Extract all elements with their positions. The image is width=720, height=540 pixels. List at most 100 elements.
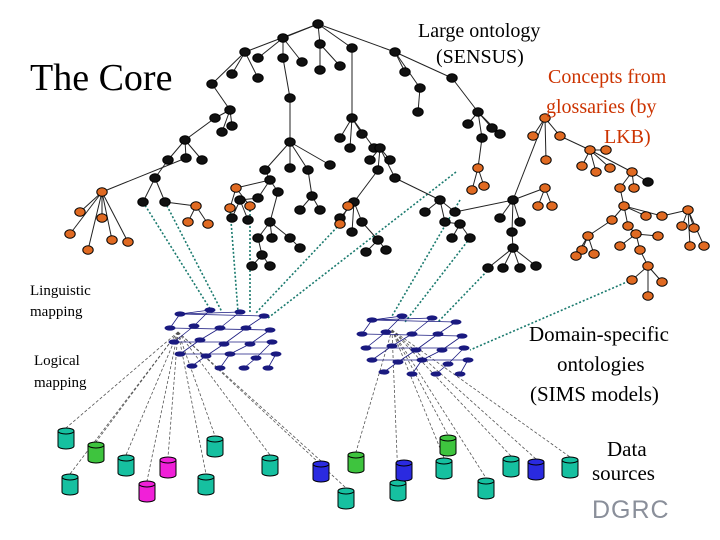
database-icon bbox=[61, 473, 79, 496]
ontology-node bbox=[419, 207, 431, 217]
glossary-node bbox=[334, 219, 346, 229]
glossary-node bbox=[527, 131, 539, 141]
domain-node bbox=[462, 357, 474, 363]
tree-edge bbox=[264, 141, 291, 171]
ontology-node bbox=[434, 195, 446, 205]
tree-edge bbox=[69, 191, 103, 235]
database-body bbox=[87, 444, 105, 464]
ontology-node bbox=[530, 261, 542, 271]
domain-node bbox=[458, 345, 470, 351]
domain-ontology-left bbox=[164, 307, 282, 371]
tree-edge bbox=[282, 37, 303, 63]
ontology-node bbox=[414, 83, 426, 93]
domain-edge bbox=[371, 345, 393, 361]
database-body bbox=[439, 437, 457, 457]
mapping-links bbox=[65, 171, 637, 489]
glossary-node bbox=[604, 163, 616, 173]
database-icon bbox=[206, 435, 224, 458]
database-body bbox=[395, 462, 413, 482]
ontology-node bbox=[389, 173, 401, 183]
domain-node bbox=[432, 331, 444, 337]
glossary-node bbox=[642, 261, 654, 271]
database-top bbox=[337, 487, 355, 495]
database-body bbox=[206, 438, 224, 458]
tree-edge bbox=[317, 23, 353, 49]
domain-edge bbox=[219, 311, 241, 329]
glossary-node bbox=[656, 211, 668, 221]
ontology-node bbox=[334, 133, 346, 143]
glossary-label-line1: Concepts from bbox=[548, 66, 667, 88]
database-icon bbox=[337, 487, 355, 510]
domain-edge bbox=[179, 339, 201, 355]
dgrc-logo: DGRC bbox=[592, 496, 670, 524]
glossary-node bbox=[96, 213, 108, 223]
domain-node bbox=[174, 351, 186, 357]
domain-node bbox=[244, 341, 256, 347]
domain-node bbox=[450, 319, 462, 325]
database-body bbox=[117, 457, 135, 477]
tree-edge bbox=[589, 149, 633, 173]
glossary-node bbox=[539, 113, 551, 123]
logical-mapping-link bbox=[391, 329, 399, 481]
ontology-node bbox=[507, 243, 519, 253]
domain-node bbox=[224, 351, 236, 357]
glossary-node bbox=[64, 229, 76, 239]
logical-mapping-link bbox=[391, 329, 512, 457]
ontology-node bbox=[449, 207, 461, 217]
glossary-node bbox=[626, 167, 638, 177]
ontology-node bbox=[284, 93, 296, 103]
ontology-node bbox=[149, 173, 161, 183]
tree-edge bbox=[101, 191, 129, 243]
glossary-node bbox=[82, 245, 94, 255]
domain-node bbox=[456, 333, 468, 339]
ontology-node bbox=[514, 263, 526, 273]
domain-node bbox=[262, 365, 274, 371]
linguistic-mapping-link bbox=[229, 207, 239, 313]
domain-edge bbox=[411, 317, 433, 335]
glossary-node bbox=[540, 155, 552, 165]
ontology-node bbox=[374, 143, 386, 153]
ontology-node bbox=[284, 233, 296, 243]
domain-label-line1: Domain-specific bbox=[529, 322, 669, 346]
glossary-node bbox=[614, 241, 626, 251]
glossary-node bbox=[74, 207, 86, 217]
database-top bbox=[439, 434, 457, 442]
logical-mapping-link bbox=[65, 331, 179, 429]
glossary-node bbox=[466, 185, 478, 195]
tree-edge bbox=[559, 135, 591, 151]
tree-edge bbox=[394, 177, 441, 201]
database-top bbox=[197, 473, 215, 481]
database-body bbox=[477, 480, 495, 500]
tree-edge bbox=[394, 51, 453, 79]
ontology-node bbox=[446, 233, 458, 243]
domain-node bbox=[366, 357, 378, 363]
database-top bbox=[435, 457, 453, 465]
ontology-node bbox=[506, 227, 518, 237]
tree-edge bbox=[487, 247, 514, 269]
ontology-node bbox=[314, 205, 326, 215]
tree-edge bbox=[353, 169, 379, 203]
tree-edge bbox=[512, 117, 546, 201]
domain-node bbox=[392, 359, 404, 365]
glossary-node bbox=[626, 275, 638, 285]
logical-mapping-link bbox=[125, 331, 179, 456]
database-body bbox=[347, 454, 365, 474]
ontology-tree-nodes bbox=[64, 19, 710, 301]
database-top bbox=[527, 458, 545, 466]
domain-edge bbox=[223, 327, 247, 345]
logical-mapping-link bbox=[177, 331, 207, 475]
glossary-node bbox=[532, 201, 544, 211]
database-top bbox=[395, 459, 413, 467]
domain-node bbox=[240, 325, 252, 331]
database-icon bbox=[87, 441, 105, 464]
domain-node bbox=[436, 347, 448, 353]
glossary-node bbox=[688, 223, 700, 233]
database-body bbox=[61, 476, 79, 496]
glossary-node bbox=[630, 229, 642, 239]
ontology-node bbox=[494, 129, 506, 139]
linguistic-mapping-link bbox=[391, 199, 461, 317]
domain-node bbox=[416, 357, 428, 363]
database-icon bbox=[159, 456, 177, 479]
logical-mapping-label-line2: mapping bbox=[34, 375, 87, 391]
glossary-node bbox=[546, 201, 558, 211]
